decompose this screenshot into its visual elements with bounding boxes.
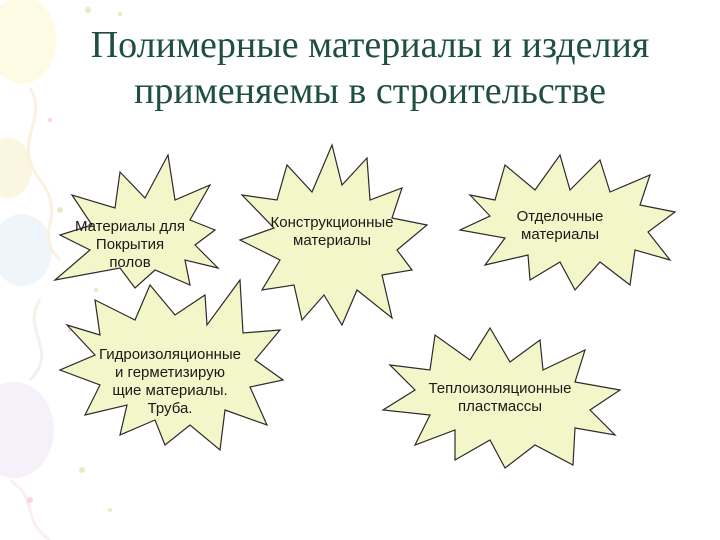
node-thermal-line-2: пластмассы bbox=[457, 398, 543, 415]
star-thermal-plastics bbox=[381, 326, 622, 469]
star-structural-materials bbox=[238, 143, 429, 327]
node-finishing-line-1: Отделочные bbox=[516, 208, 604, 225]
node-structural-materials-label: Конструкционные материалы bbox=[252, 214, 412, 250]
node-floor-line-3: полов bbox=[109, 254, 151, 271]
title-line-1: Полимерные материалы и изделия bbox=[90, 24, 650, 66]
node-floor-materials-label: Материалы для Покрытия полов bbox=[55, 218, 205, 272]
node-floor-line-2: Покрытия bbox=[95, 236, 165, 253]
node-floor-line-1: Материалы для bbox=[74, 218, 186, 235]
node-waterproofing-line-2: и герметизирую bbox=[115, 364, 225, 381]
star-finishing-materials bbox=[458, 153, 677, 292]
node-waterproofing-line-3: щие материалы. bbox=[112, 382, 228, 399]
node-waterproofing-materials-label: Гидроизоляционные и герметизирую щие мат… bbox=[80, 346, 260, 418]
node-structural-line-2: материалы bbox=[293, 232, 371, 249]
node-thermal-plastics-label: Теплоизоляционные пластмассы bbox=[405, 380, 595, 416]
title-line-2: применяемы в строительстве bbox=[134, 70, 606, 112]
node-finishing-materials-label: Отделочные материалы bbox=[485, 208, 635, 244]
star-waterproofing-materials bbox=[58, 278, 285, 452]
page-title: Полимерные материалы и изделия применяем… bbox=[40, 22, 700, 114]
node-thermal-line-1: Теплоизоляционные bbox=[428, 380, 572, 397]
node-finishing-line-2: материалы bbox=[521, 226, 599, 243]
node-waterproofing-line-1: Гидроизоляционные bbox=[98, 346, 242, 363]
node-waterproofing-line-4: Труба. bbox=[147, 400, 193, 417]
node-structural-line-1: Конструкционные bbox=[270, 214, 394, 231]
star-floor-materials bbox=[52, 153, 220, 289]
